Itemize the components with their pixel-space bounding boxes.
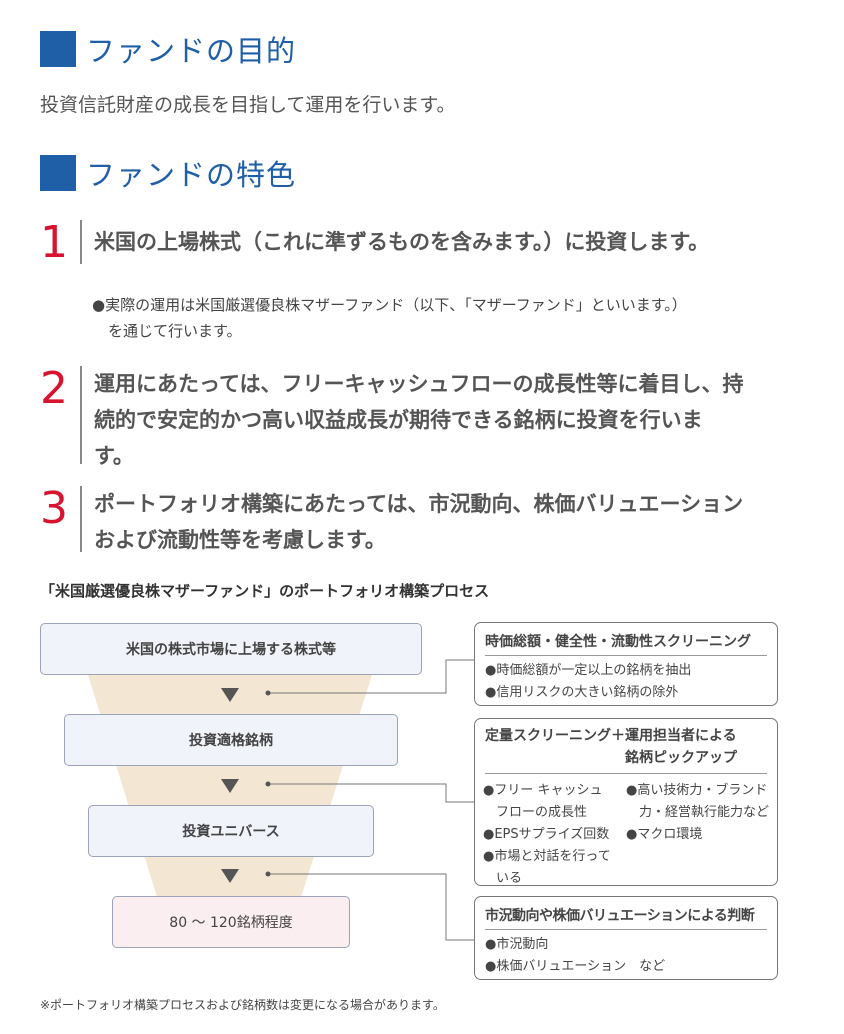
screening-item: ●市場と対話を行って: [483, 849, 611, 864]
screening-list-right: ●高い技術力・ブランド 力・経営執行能力など ●マクロ環境: [626, 780, 769, 890]
note-line: を通じて行います。: [108, 322, 242, 340]
feature-line: 運用にあたっては、フリーキャッシュフローの成長性等に着目し、持: [94, 372, 744, 396]
screening-title: 時価総額・健全性・流動性スクリーニング: [485, 631, 767, 656]
down-arrow-icon: [221, 869, 239, 883]
note-line: ●実際の運用は米国厳選優良株マザーファンド（以下、「マザーファンド」といいます。…: [92, 296, 687, 314]
screening-item: ●高い技術力・ブランド: [625, 783, 768, 798]
screening-box-3: 市況動向や株価バリュエーションによる判断 ●市況動向 ●株価バリュエーション な…: [474, 896, 778, 980]
feature-item-3: 3 ポートフォリオ構築にあたっては、市況動向、株価バリュエーション および流動性…: [40, 486, 743, 558]
feature-note: ●実際の運用は米国厳選優良株マザーファンド（以下、「マザーファンド」といいます。…: [92, 292, 687, 344]
screening-box-2: 定量スクリーニング＋運用担当者による 銘柄ピックアップ ●フリー キャッシュ フ…: [474, 718, 778, 886]
connector-dot: [265, 871, 271, 877]
feature-line: および流動性等を考慮します。: [94, 528, 386, 552]
screening-item: フローの成長性: [483, 805, 588, 820]
footnote: ※ポートフォリオ構築プロセスおよび銘柄数は変更になる場合があります。: [40, 998, 445, 1012]
screening-item: ●市況動向: [485, 937, 549, 952]
feature-number: 2: [40, 363, 68, 414]
section-marker-icon: [40, 155, 76, 191]
feature-line: 続的で安定的かつ高い収益成長が期待できる銘柄に投資を行いま: [94, 408, 703, 432]
screening-title: 市況動向や株価バリュエーションによる判断: [485, 905, 767, 930]
divider: [80, 220, 82, 264]
screening-item: ●フリー キャッシュ: [483, 783, 603, 798]
down-arrow-icon: [221, 688, 239, 702]
feature-number: 1: [40, 217, 68, 268]
screening-title-line: 定量スクリーニング＋運用担当者による: [485, 728, 737, 744]
feature-text: 運用にあたっては、フリーキャッシュフローの成長性等に着目し、持 続的で安定的かつ…: [94, 366, 744, 474]
features-title: ファンドの特色: [86, 158, 297, 192]
screening-list-left: ●フリー キャッシュ フローの成長性 ●EPSサプライズ回数 ●市場と対話を行っ…: [483, 780, 626, 890]
section-title-features: ファンドの特色: [40, 152, 296, 194]
screening-item: ●信用リスクの大きい銘柄の除外: [485, 685, 679, 700]
divider: [80, 486, 82, 552]
feature-line: 米国の上場株式（これに準ずるものを含みます。）に投資します。: [94, 230, 710, 254]
section-marker-icon: [40, 31, 76, 67]
screening-item: ●マクロ環境: [625, 827, 703, 842]
feature-text: 米国の上場株式（これに準ずるものを含みます。）に投資します。: [94, 220, 709, 266]
down-arrow-icon: [221, 779, 239, 793]
screening-item: ●時価総額が一定以上の銘柄を抽出: [485, 663, 692, 678]
feature-line: ポートフォリオ構築にあたっては、市況動向、株価バリュエーション: [94, 492, 744, 516]
stage-box-2: 投資適格銘柄: [64, 714, 398, 766]
purpose-title: ファンドの目的: [86, 34, 297, 68]
divider: [80, 366, 82, 464]
feature-item-2: 2 運用にあたっては、フリーキャッシュフローの成長性等に着目し、持 続的で安定的…: [40, 366, 744, 474]
screening-item: ●EPSサプライズ回数: [483, 827, 610, 842]
feature-item-1: 1 米国の上場株式（これに準ずるものを含みます。）に投資します。: [40, 220, 709, 266]
feature-number: 3: [40, 483, 68, 534]
feature-line: す。: [94, 444, 134, 468]
feature-text: ポートフォリオ構築にあたっては、市況動向、株価バリュエーション および流動性等を…: [94, 486, 743, 558]
screening-title-line: 銘柄ピックアップ: [625, 750, 737, 766]
stage-box-3: 投資ユニバース: [88, 805, 374, 857]
stage-box-final: 80 〜 120銘柄程度: [112, 896, 350, 948]
screening-box-1: 時価総額・健全性・流動性スクリーニング ●時価総額が一定以上の銘柄を抽出 ●信用…: [474, 622, 778, 706]
connector-lines: [268, 659, 474, 941]
process-title: 「米国厳選優良株マザーファンド」のポートフォリオ構築プロセス: [40, 582, 490, 600]
connector-dot: [265, 690, 271, 696]
screening-item: ●株価バリュエーション など: [485, 959, 666, 974]
screening-title: 定量スクリーニング＋運用担当者による 銘柄ピックアップ: [485, 725, 767, 774]
connector-dot: [265, 781, 271, 787]
screening-item: 力・経営執行能力など: [625, 805, 769, 820]
stage-box-1: 米国の株式市場に上場する株式等: [40, 623, 422, 675]
screening-item: いる: [483, 871, 523, 886]
purpose-text: 投資信託財産の成長を目指して運用を行います。: [40, 94, 456, 116]
section-title-purpose: ファンドの目的: [40, 28, 296, 70]
